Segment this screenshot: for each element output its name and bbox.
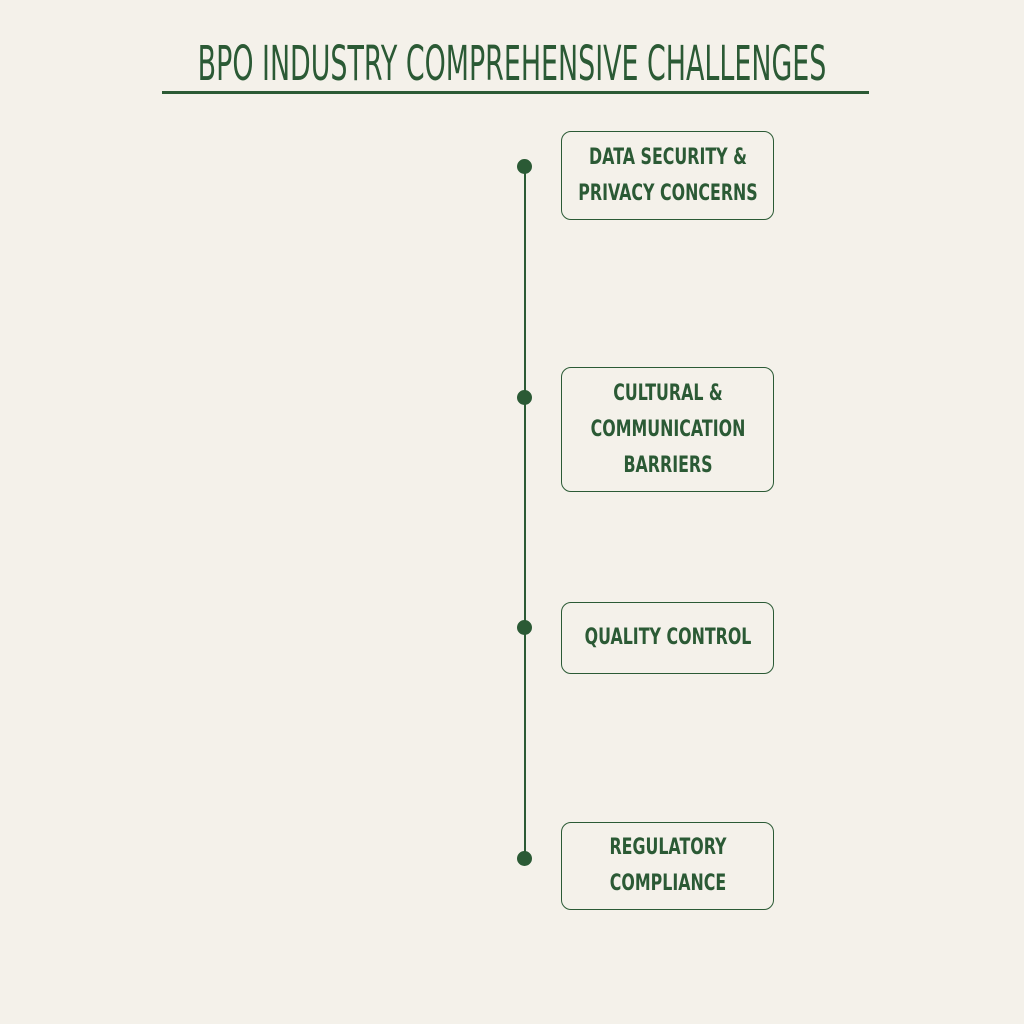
timeline-dot-2 [517,390,532,405]
challenge-label: REGULATORY COMPLIANCE [608,835,727,896]
timeline-dot-1 [517,159,532,174]
challenge-box-quality-control: QUALITY CONTROL [561,602,774,674]
timeline-dot-4 [517,851,532,866]
challenge-box-data-security: DATA SECURITY & PRIVACY CONCERNS [561,131,774,220]
timeline-dot-3 [517,620,532,635]
title-block: BPO INDUSTRY COMPREHENSIVE CHALLENGES [0,0,1024,110]
challenge-label: DATA SECURITY & PRIVACY CONCERNS [577,144,758,206]
page-title: BPO INDUSTRY COMPREHENSIVE CHALLENGES [197,36,827,92]
challenge-label: QUALITY CONTROL [584,625,751,650]
challenge-box-regulatory-compliance: REGULATORY COMPLIANCE [561,822,774,910]
challenge-box-cultural-communication: CULTURAL & COMMUNICATION BARRIERS [561,367,774,492]
title-underline [162,91,869,94]
timeline-line [524,166,526,858]
challenge-label: CULTURAL & COMMUNICATION BARRIERS [590,380,745,478]
